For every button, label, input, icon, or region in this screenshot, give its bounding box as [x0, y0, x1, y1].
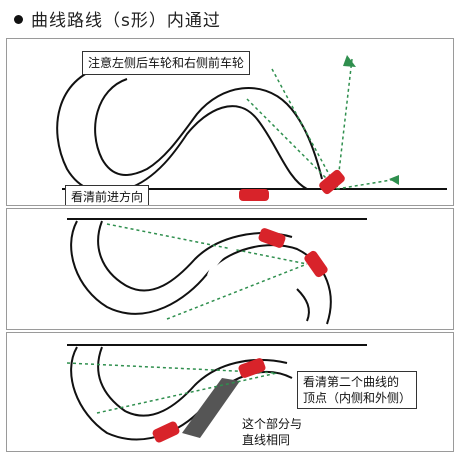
s-curve-drawing-2: [67, 218, 367, 325]
diagram-panel-1: 注意左侧后车轮和右侧前车轮 看清前进方向: [6, 38, 454, 206]
guide-line: [106, 223, 308, 265]
bullet-icon: [14, 14, 23, 24]
callout-watch-wheels: 注意左侧后车轮和右侧前车轮: [82, 51, 251, 75]
guide-line: [336, 178, 398, 190]
guide-line: [96, 372, 278, 414]
note-straight-line2: 直线相同: [242, 433, 291, 447]
guide-arrow-icon: [389, 175, 399, 185]
guide-line: [166, 263, 308, 320]
direction-arrow-head: [165, 97, 177, 111]
car-icon: [304, 250, 328, 278]
straight-segment-highlight: [182, 378, 240, 438]
s-curve-drawing-3: [66, 344, 367, 443]
diagram-panel-2: [6, 208, 454, 330]
road-edge-inner: [97, 220, 293, 292]
road-edge-inner: [94, 78, 323, 180]
guide-arrow-icon: [343, 55, 356, 67]
diagram-panel-3: 看清第二个曲线的 顶点（内侧和外侧） 这个部分与 直线相同: [6, 332, 454, 452]
car-icon: [319, 169, 345, 195]
guide-line: [271, 68, 338, 190]
car-icon: [239, 189, 269, 201]
car-icon: [152, 421, 180, 443]
car-icon: [258, 228, 286, 248]
note-straight-part: 这个部分与 直线相同: [239, 415, 306, 449]
direction-arrow-shaft: [115, 102, 174, 151]
car-icon: [238, 358, 266, 378]
note-straight-line1: 这个部分与: [242, 417, 303, 431]
road-edge-inner-2: [296, 288, 310, 322]
callout-apex: 看清第二个曲线的 顶点（内侧和外侧）: [297, 371, 418, 409]
callout-apex-line1: 看清第二个曲线的: [303, 375, 400, 389]
guide-line: [336, 58, 353, 190]
direction-arrow-head: [207, 261, 219, 275]
page-title: 曲线路线（s形）内通过: [14, 6, 221, 31]
callout-look-ahead: 看清前进方向: [65, 185, 150, 205]
road-edge-inner: [97, 346, 288, 417]
callout-apex-line2: 顶点（内侧和外侧）: [303, 391, 412, 405]
direction-arrow-head: [119, 425, 131, 437]
page-title-text: 曲线路线（s形）内通过: [31, 11, 221, 31]
road-edge-outer: [56, 66, 447, 194]
